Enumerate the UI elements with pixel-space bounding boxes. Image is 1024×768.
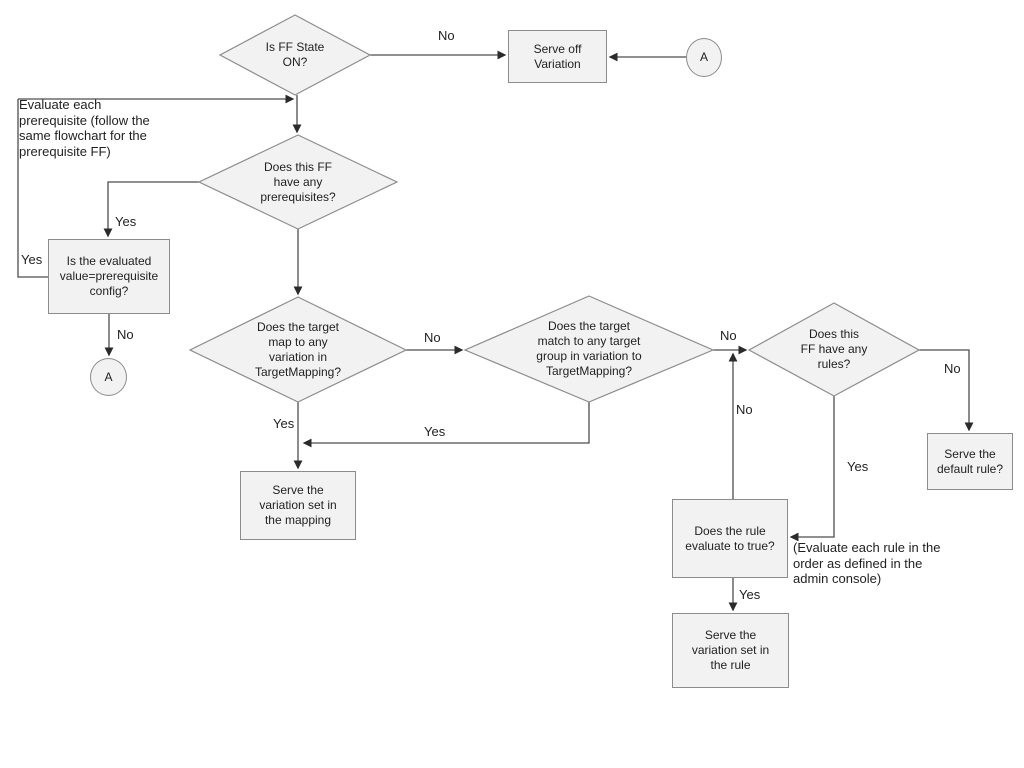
edge-prereqs-yes-to-evalbox <box>103 181 199 238</box>
edge-targetmatch-yes-to-mapping <box>302 402 590 448</box>
edge-label-yes-loop: Yes <box>21 252 43 267</box>
edge-label-no-eval: No <box>117 327 134 342</box>
diamond-target-match-group <box>463 295 715 403</box>
node-rule-evaluates-true: Does the rule evaluate to true? <box>672 499 788 578</box>
node-serve-off-variation: Serve off Variation <box>508 30 607 83</box>
edge-label-no-match: No <box>720 328 737 343</box>
node-serve-mapping: Serve the variation set in the mapping <box>240 471 356 540</box>
edge-label-no-rule-eval: No <box>736 402 753 417</box>
diamond-is-ff-state-on <box>218 14 372 96</box>
annotation-rules-note: (Evaluate each rule in the order as defi… <box>793 540 941 587</box>
node-serve-rule: Serve the variation set in the rule <box>672 613 789 688</box>
connector-a-top: A <box>686 38 722 77</box>
edge-label-yes-prereq: Yes <box>115 214 137 229</box>
edge-hasrules-no-to-default <box>919 349 974 432</box>
edge-label-no-rules: No <box>944 361 961 376</box>
annotation-prerequisite-note: Evaluate each prerequisite (follow the s… <box>19 97 150 159</box>
node-serve-default: Serve the default rule? <box>927 433 1013 490</box>
diamond-has-rules <box>747 302 921 397</box>
edge-label-no-state-off: No <box>438 28 455 43</box>
diamond-has-prerequisites <box>197 134 399 230</box>
edge-label-yes-rule-true: Yes <box>739 587 761 602</box>
diamond-target-map-variation <box>188 296 408 403</box>
node-evaluated-value: Is the evaluated value=prerequisite conf… <box>48 239 170 314</box>
connector-a-bottom: A <box>90 358 127 396</box>
edge-label-no-map: No <box>424 330 441 345</box>
edge-label-yes-rules: Yes <box>847 459 869 474</box>
edge-hasrules-yes-to-ruleeval <box>789 396 835 542</box>
edge-evalloop-left <box>17 99 48 278</box>
edge-label-yes-map: Yes <box>273 416 295 431</box>
edge-label-yes-match: Yes <box>424 424 446 439</box>
